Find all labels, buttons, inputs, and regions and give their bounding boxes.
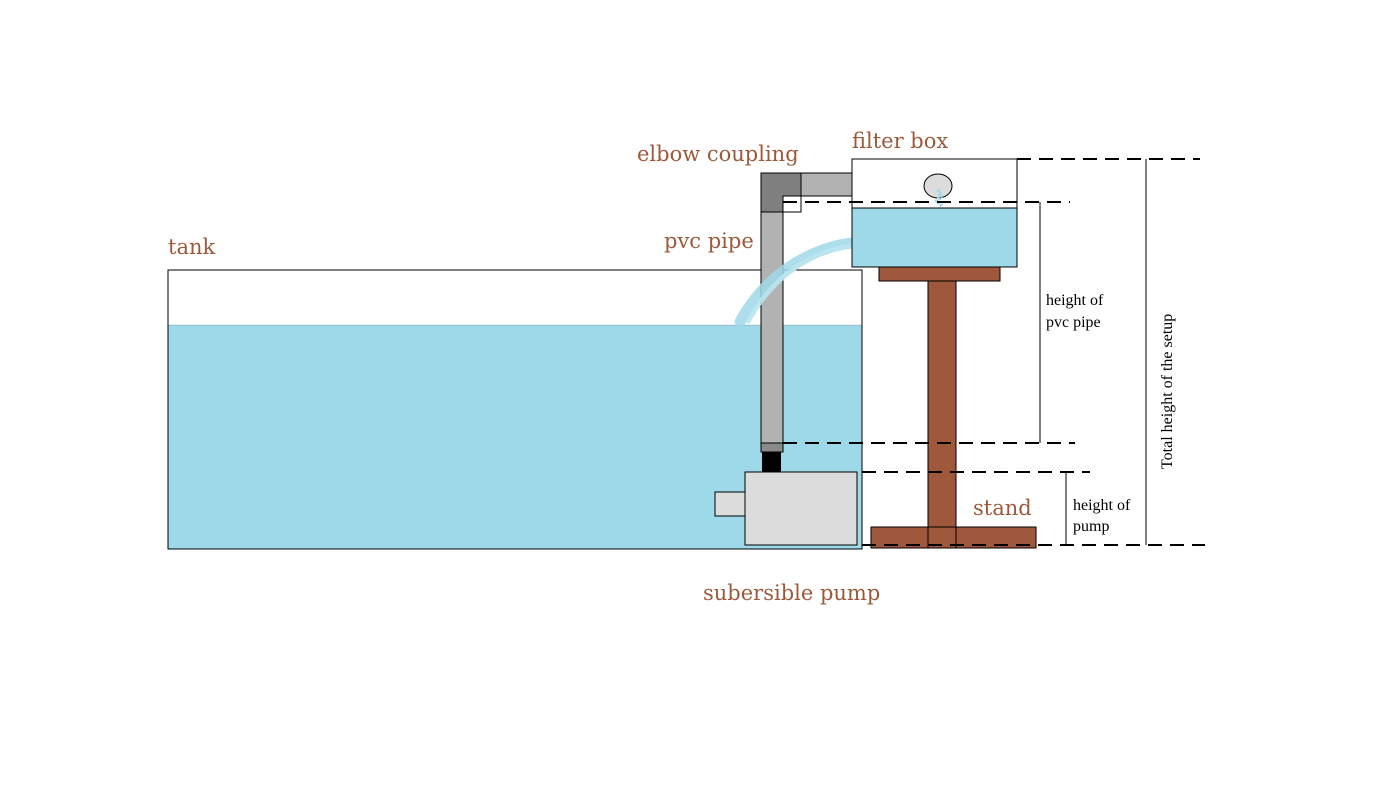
water-return-spray	[734, 237, 858, 328]
filter-box	[851, 158, 1018, 268]
label-pvc-pipe-height-line2: pvc pipe	[1046, 314, 1101, 331]
dimension-lines	[1039, 159, 1147, 545]
label-stand: stand	[973, 496, 1032, 520]
label-pump: subersible pump	[703, 581, 880, 605]
label-pvc-pipe: pvc pipe	[664, 229, 754, 253]
label-pump-height: height of	[1073, 497, 1131, 514]
component-labels: tank elbow coupling filter box pvc pipe …	[168, 129, 1032, 605]
label-filter-box: filter box	[852, 129, 948, 153]
pvc-pipe	[760, 211, 784, 453]
elbow-coupling	[760, 172, 853, 213]
reference-lines	[783, 158, 1205, 546]
pump-body	[744, 471, 858, 546]
stand-column	[927, 280, 957, 549]
stand-top	[878, 266, 1001, 282]
label-pump-height-line2: pump	[1073, 518, 1109, 535]
label-total-height: Total height of the setup	[1159, 314, 1176, 469]
label-pvc-pipe-height: height of	[1046, 292, 1104, 309]
dimension-labels: height of pvc pipe height of pump Total …	[1046, 292, 1176, 535]
label-tank: tank	[168, 235, 215, 259]
label-elbow-coupling: elbow coupling	[637, 142, 799, 166]
stand	[870, 266, 1037, 549]
pump-inlet	[714, 491, 746, 517]
pump-outlet-connector	[762, 452, 781, 472]
filter-water	[852, 208, 1017, 267]
submersible-pump	[714, 452, 858, 546]
